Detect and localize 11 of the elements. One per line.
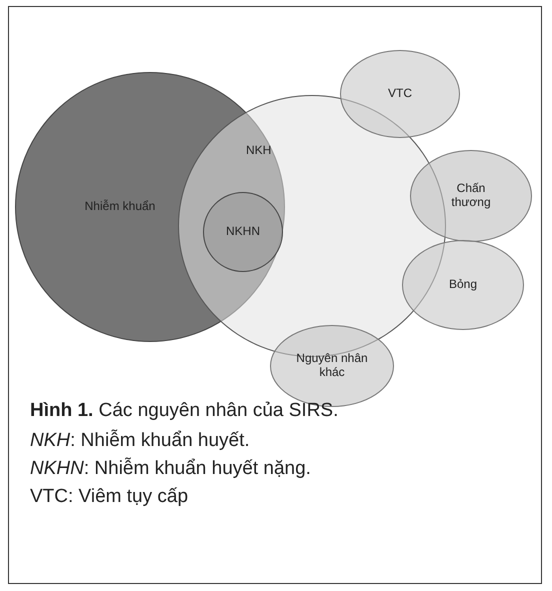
region-label: Chấn thương — [450, 182, 492, 210]
region-label: Nhiễm khuẩn — [84, 200, 156, 214]
region-label: Bỏng — [448, 278, 478, 292]
note-text: NKH: Nhiễm khuẩn huyết. — [30, 430, 250, 452]
note-text: VTC: Viêm tụy cấp — [30, 486, 188, 508]
note-text: NKHN: Nhiễm khuẩn huyết nặng. — [30, 458, 311, 480]
figure-caption: Hình 1. Các nguyên nhân của SIRS. — [30, 400, 338, 422]
region-label: Nguyên nhân khác — [295, 352, 369, 380]
region-label: NKH — [246, 143, 272, 157]
region-label: VTC — [388, 87, 412, 101]
region-label: NKHN — [226, 225, 260, 239]
